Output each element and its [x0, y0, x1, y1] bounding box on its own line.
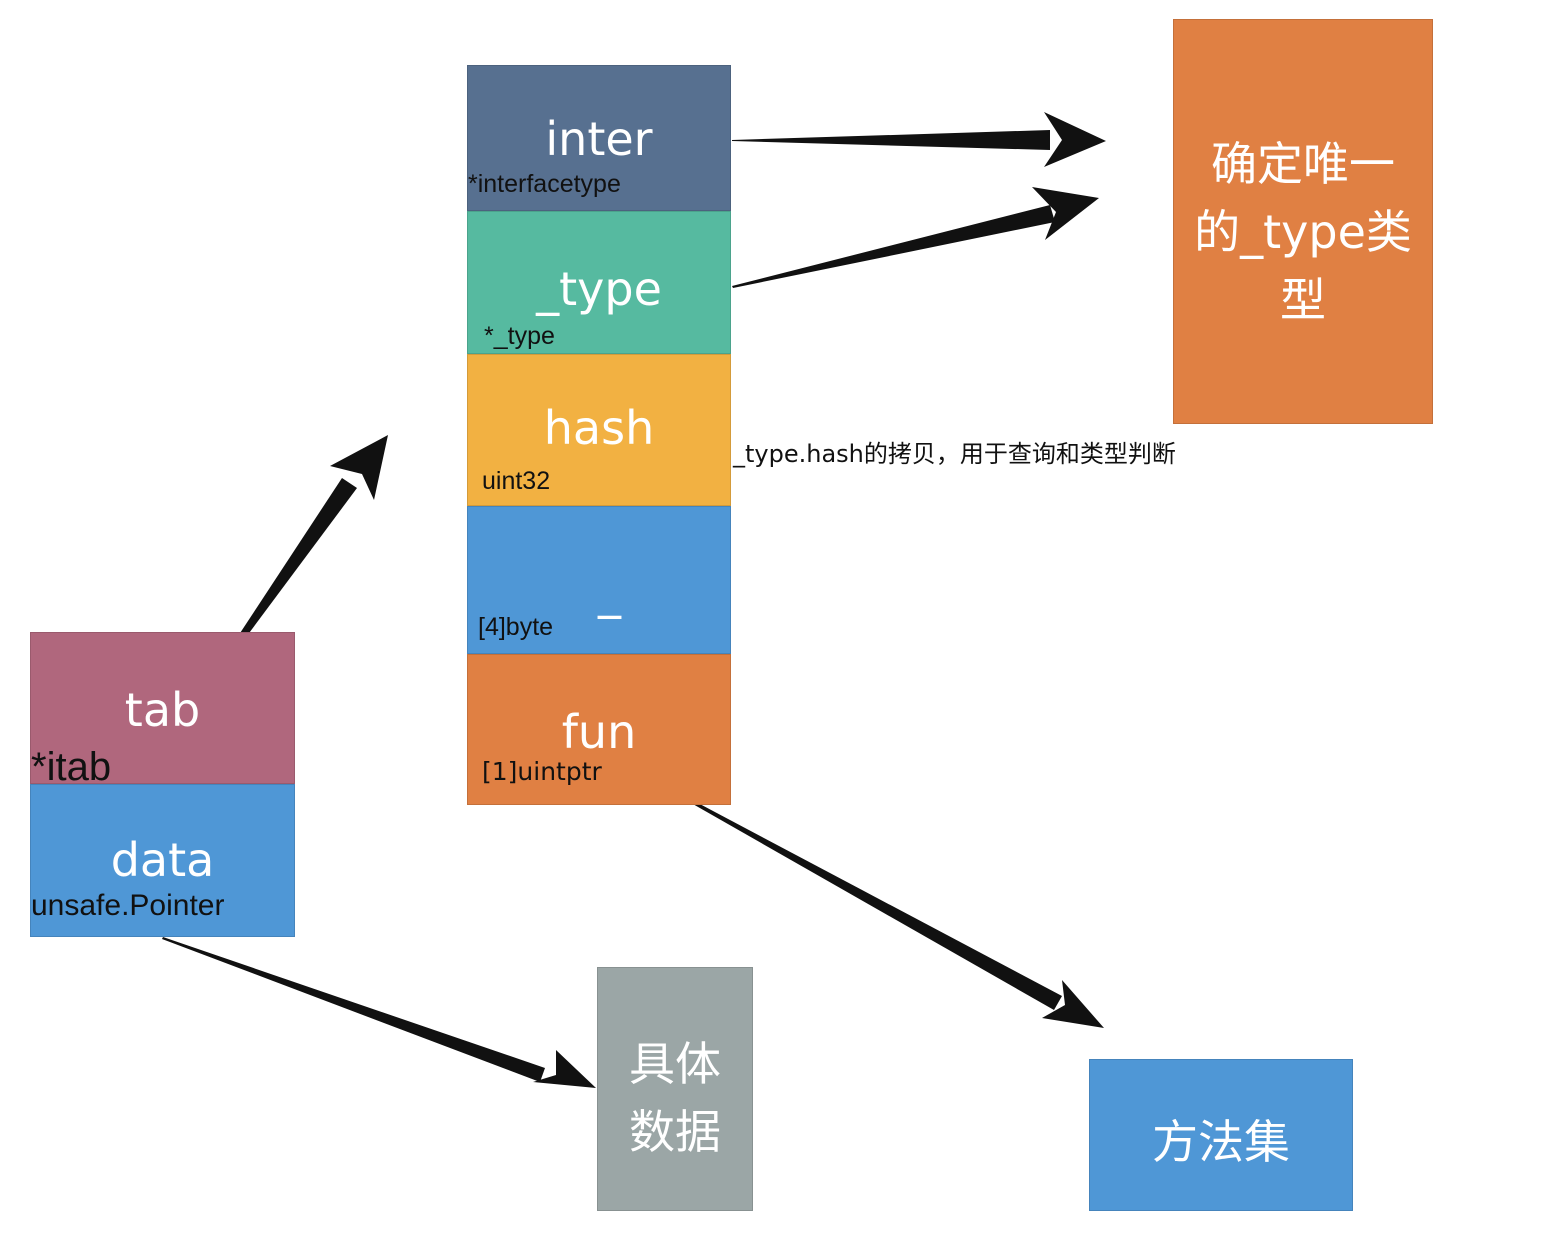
unique-type-box: 确定唯一 的_type类 型	[1173, 19, 1433, 424]
fun-label: fun	[561, 705, 637, 759]
arrow-type-to-type-head	[1032, 187, 1099, 240]
iface-data-field: data unsafe.Pointer	[30, 784, 295, 937]
inter-type: *interfacetype	[468, 170, 621, 198]
fun-type: [1]uintptr	[482, 757, 602, 786]
concrete-line-2: 数据	[629, 1105, 721, 1159]
itab-inter-field: inter *interfacetype	[467, 65, 731, 211]
data-type: unsafe.Pointer	[31, 889, 225, 922]
concrete-line-1: 具体	[629, 1037, 721, 1091]
concrete-data-box: 具体 数据	[597, 967, 753, 1211]
arrow-inter-to-type-head	[1044, 112, 1106, 167]
pad-type: [4]byte	[478, 613, 554, 641]
hash-label: hash	[543, 401, 655, 455]
arrow-data-to-concrete	[162, 937, 545, 1082]
arrow-tab-to-itab-head	[330, 435, 388, 500]
hash-type: uint32	[482, 467, 551, 495]
itab-hash-field: hash uint32	[467, 354, 731, 506]
arrow-data-to-concrete-head	[533, 1050, 596, 1088]
method-set-box: 方法集	[1089, 1059, 1353, 1211]
data-label: data	[110, 833, 215, 887]
tab-label: tab	[124, 683, 201, 737]
type-label: _type	[536, 262, 662, 316]
itab-fun-field: fun [1]uintptr	[467, 654, 731, 805]
pad-label: _	[598, 565, 621, 619]
unique-type-line-1: 确定唯一	[1211, 137, 1395, 191]
type-type: *_type	[484, 322, 555, 350]
hash-note: _type.hash的拷贝，用于查询和类型判断	[733, 440, 1176, 468]
inter-label: inter	[545, 112, 653, 166]
method-set-label: 方法集	[1152, 1115, 1290, 1169]
unique-type-line-3: 型	[1280, 273, 1326, 327]
arrow-inter-to-type	[732, 130, 1050, 150]
unique-type-line-2: 的_type类	[1194, 205, 1412, 259]
arrow-fun-to-methods-head	[1042, 980, 1104, 1028]
itab-type-field: _type *_type	[467, 211, 731, 354]
arrow-type-to-type	[732, 205, 1055, 288]
itab-pad-field: _ [4]byte	[467, 506, 731, 654]
iface-tab-field: tab *itab	[30, 632, 295, 789]
tab-type: *itab	[31, 745, 112, 789]
